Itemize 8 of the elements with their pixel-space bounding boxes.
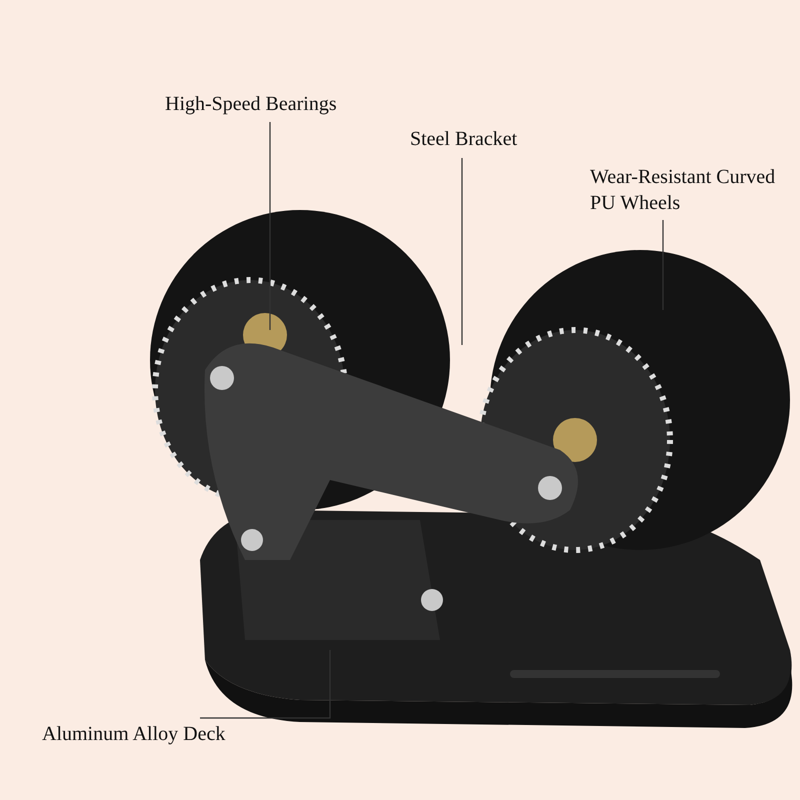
leader-line: [200, 650, 331, 719]
callout-label: Aluminum Alloy Deck: [42, 721, 272, 747]
leader-line: [269, 122, 271, 330]
callout-label: High-Speed Bearings: [165, 91, 385, 117]
callout-label: Steel Bracket: [410, 126, 570, 152]
leader-line: [662, 220, 664, 310]
leader-line: [461, 158, 463, 345]
callout-label: Wear-Resistant Curved PU Wheels: [590, 164, 800, 216]
